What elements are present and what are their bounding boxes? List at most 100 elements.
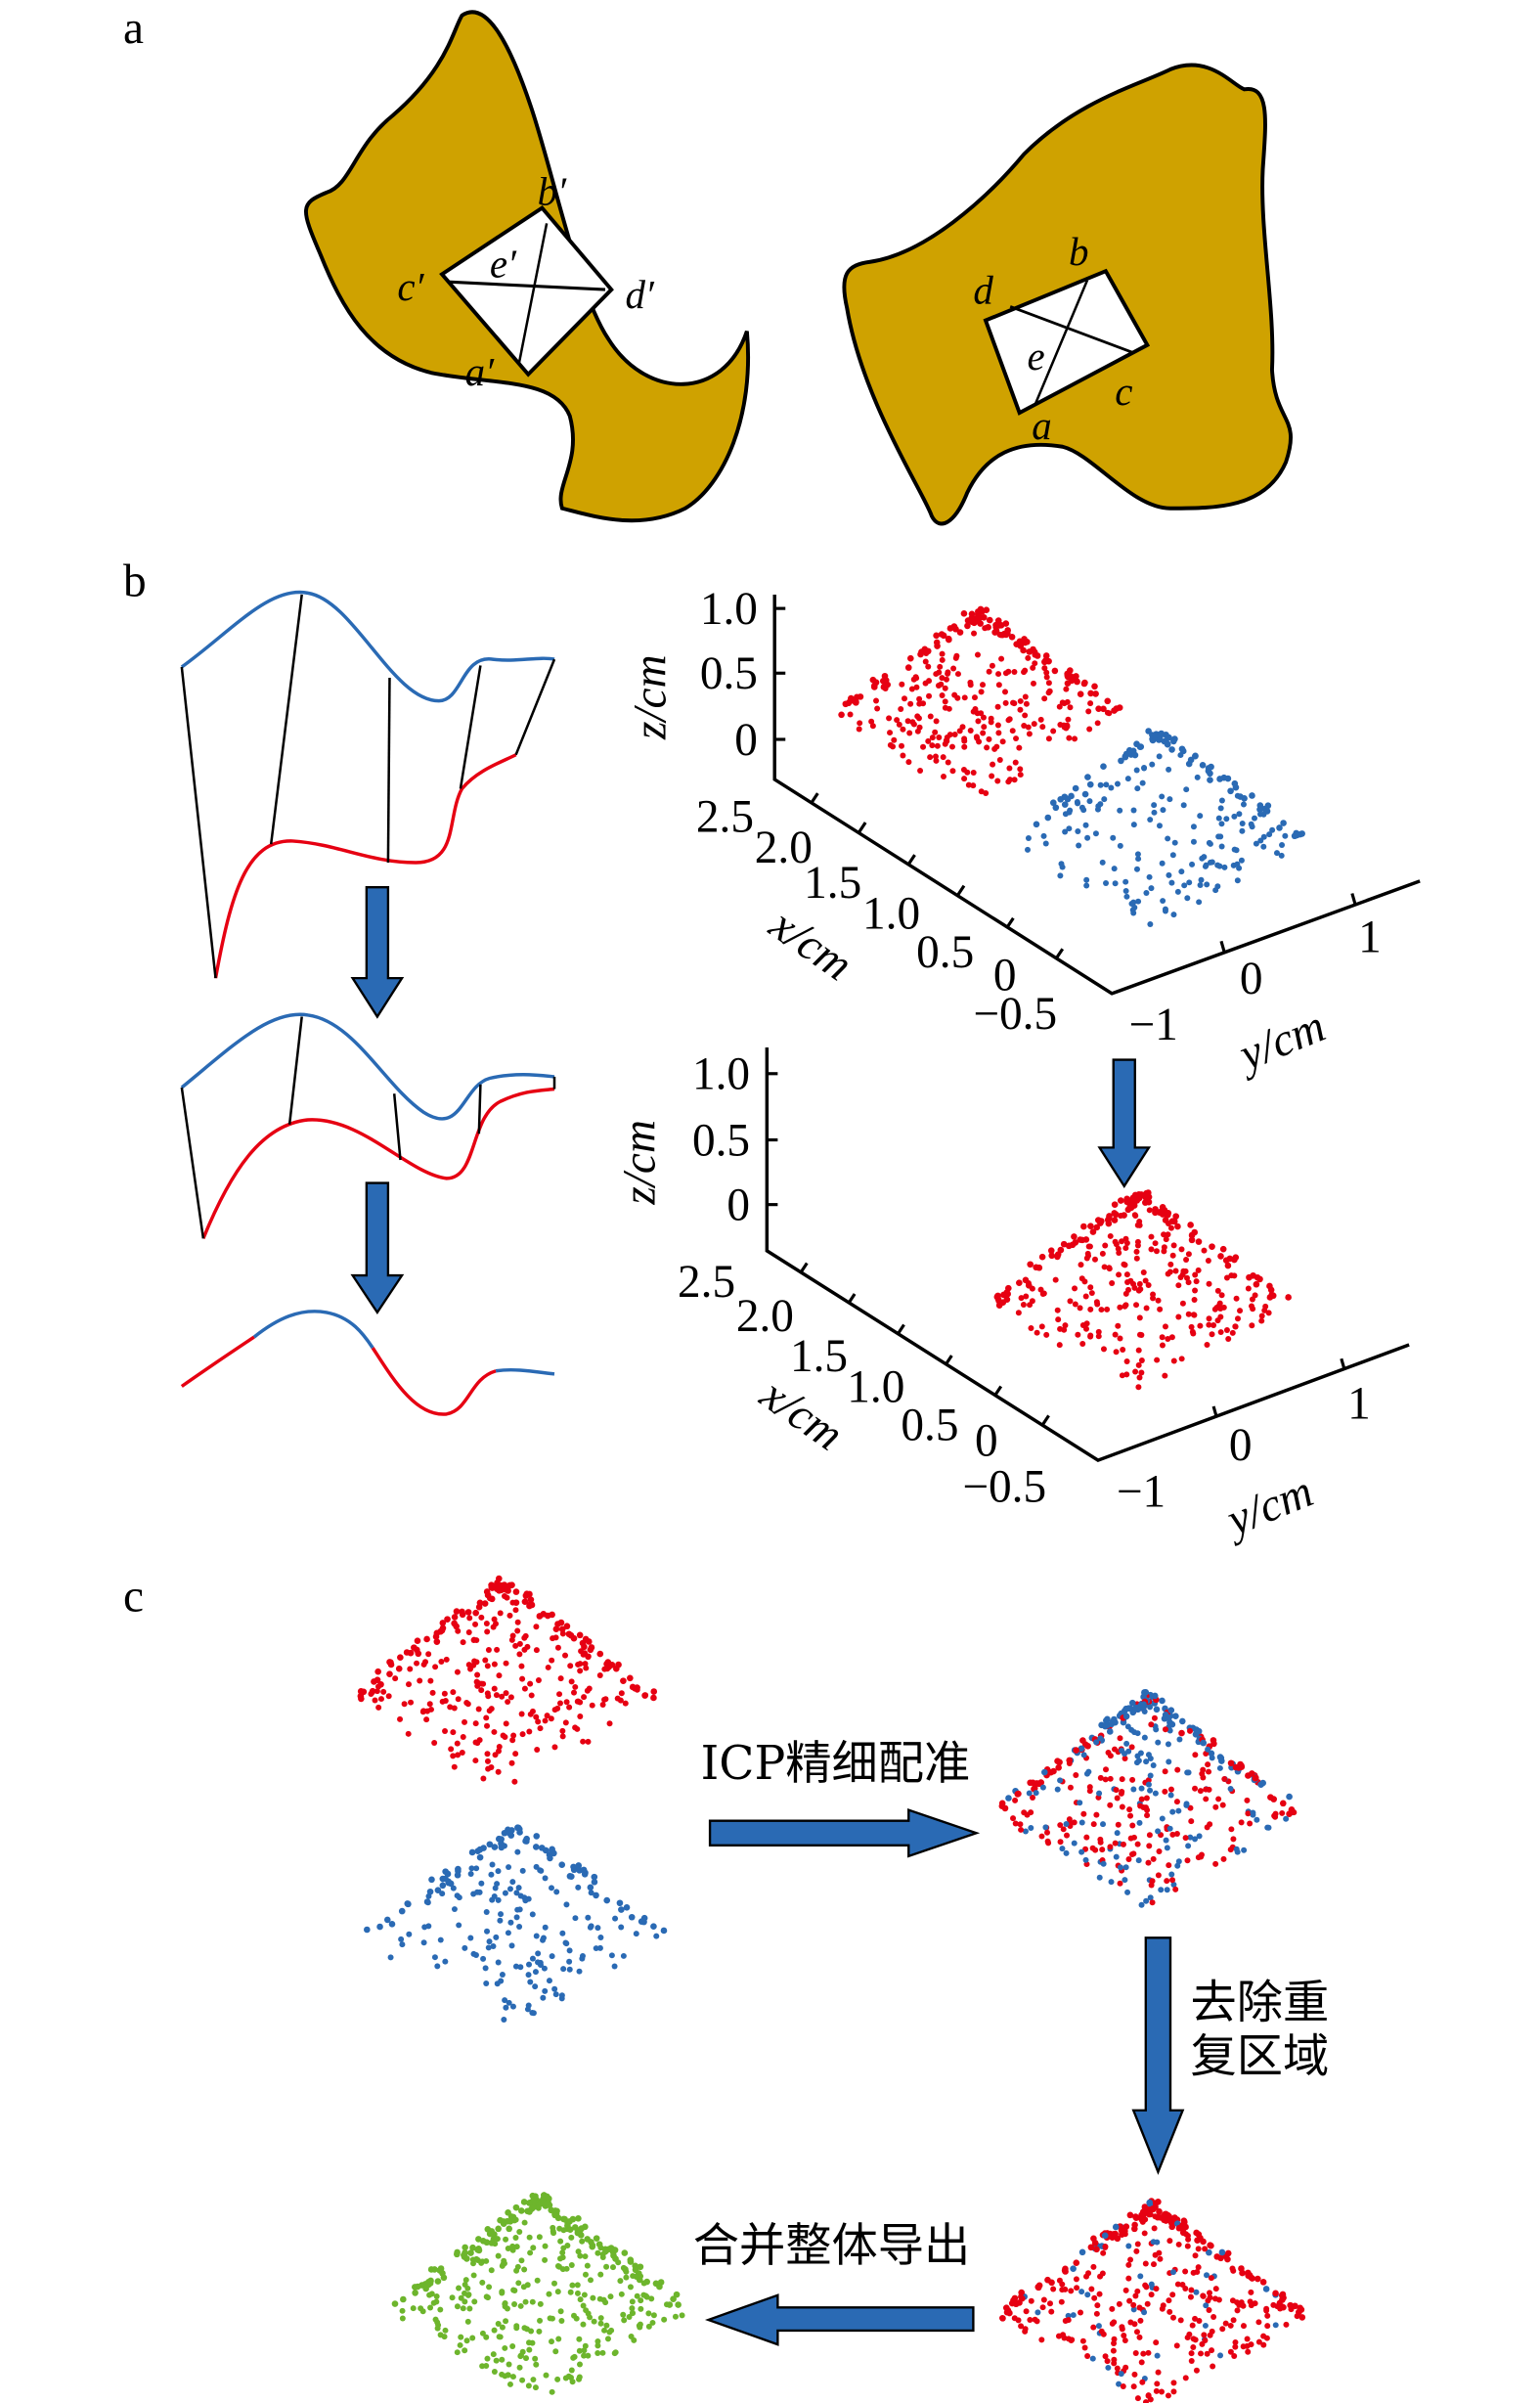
- cloud-point: [1217, 1305, 1224, 1312]
- cloud-point: [1133, 1759, 1140, 1766]
- cloud-point: [479, 2279, 486, 2286]
- cloud-point: [1063, 1820, 1070, 1827]
- cloud-point: [998, 1802, 1006, 1809]
- cloud-point: [1227, 1847, 1234, 1853]
- cloud-point: [508, 1942, 515, 1949]
- cloud-point: [1113, 1349, 1120, 1356]
- cloud-point: [550, 2224, 556, 2231]
- cloud-point: [1058, 861, 1065, 868]
- cloud-point: [1145, 1781, 1152, 1788]
- cloud-point: [1187, 1834, 1194, 1841]
- cloud-point: [514, 1848, 521, 1855]
- cloud-point: [483, 1909, 490, 1916]
- cloud-point: [1134, 785, 1141, 792]
- cloud-point: [499, 1972, 506, 1978]
- cloud-point: [915, 715, 922, 722]
- cloud-point: [1145, 1859, 1152, 1866]
- cloud-point: [1249, 1770, 1255, 1777]
- cloud-point: [524, 2006, 531, 2013]
- cloud-point: [1034, 2318, 1040, 2325]
- cloud-point: [1198, 2350, 1205, 2357]
- cloud-point: [1212, 1860, 1219, 1867]
- cloud-point: [1174, 1862, 1181, 1869]
- cloud-point: [852, 698, 859, 706]
- cloud-point: [1168, 2223, 1176, 2231]
- cloud-point: [1237, 1308, 1244, 1314]
- cloud-point: [1185, 1843, 1192, 1849]
- cloud-point: [1184, 2335, 1191, 2341]
- cloud-point: [1123, 1740, 1130, 1747]
- cloud-point: [406, 1931, 413, 1937]
- cloud-point: [503, 2004, 509, 2011]
- cloud-point: [1119, 1803, 1125, 1810]
- cloud-point: [1132, 2349, 1139, 2356]
- cloud-point: [601, 1666, 608, 1672]
- cloud-point: [1044, 1838, 1051, 1845]
- cloud-point: [1086, 780, 1094, 788]
- cloud-point: [456, 2285, 462, 2292]
- cloud-point: [1153, 2286, 1160, 2292]
- cloud-point: [576, 2336, 583, 2342]
- cloud-point: [1085, 1252, 1092, 1259]
- cloud-point: [572, 1724, 579, 1731]
- cloud-point: [1054, 1758, 1061, 1765]
- cloud-point: [1230, 2267, 1237, 2274]
- cloud-point: [1194, 774, 1201, 780]
- cloud-point: [640, 2280, 647, 2287]
- cloud-point: [576, 2376, 583, 2382]
- cloud-point: [1166, 766, 1172, 773]
- cloud-point: [907, 700, 914, 707]
- cloud-point: [1249, 1322, 1255, 1329]
- cloud-point: [490, 1943, 497, 1950]
- z-tick-label: 0.5: [692, 1115, 750, 1166]
- cloud-point: [1130, 2306, 1137, 2313]
- cloud-point: [1126, 2211, 1134, 2219]
- cloud-point: [1206, 1321, 1212, 1328]
- cloud-point: [1042, 657, 1049, 664]
- cloud-point: [1149, 1878, 1156, 1885]
- cloud-point: [1110, 834, 1117, 841]
- cloud-point: [462, 1944, 468, 1951]
- cloud-point: [1084, 2292, 1091, 2298]
- cloud-point: [544, 1713, 550, 1719]
- cloud-point: [1054, 1307, 1061, 1313]
- cloud-point: [462, 2347, 468, 2354]
- cloud-point: [563, 1623, 571, 1630]
- cloud-point: [383, 1916, 391, 1924]
- cloud-point: [545, 1664, 551, 1670]
- cloud-point: [1192, 1752, 1199, 1758]
- cloud-point: [1257, 837, 1264, 844]
- cloud-point: [1167, 1792, 1174, 1799]
- cloud-point: [1171, 839, 1178, 846]
- cloud-point: [1283, 2321, 1290, 2328]
- cloud-point: [1141, 1734, 1148, 1741]
- cloud-point: [434, 2278, 442, 2285]
- cloud-point: [509, 2343, 516, 2350]
- cloud-point: [1187, 2293, 1194, 2300]
- cloud-point: [1095, 2323, 1102, 2330]
- cloud-point: [431, 1739, 438, 1746]
- cloud-point: [554, 2289, 561, 2295]
- cloud-point: [476, 1737, 483, 1744]
- cloud-point: [1223, 816, 1230, 823]
- cloud-point: [568, 1678, 575, 1685]
- cloud-point: [1208, 1750, 1215, 1758]
- cloud-point: [933, 632, 940, 640]
- cloud-point: [551, 1744, 558, 1751]
- cloud-point: [675, 2301, 682, 2308]
- cloud-point: [1231, 1272, 1238, 1279]
- cloud-point: [1083, 876, 1090, 883]
- cloud-point: [1029, 1285, 1035, 1292]
- cloud-point: [1147, 817, 1154, 823]
- cloud-point: [1152, 1209, 1159, 1217]
- cloud-point: [577, 2252, 584, 2259]
- cloud-point: [488, 2267, 495, 2274]
- cloud-point: [1222, 1257, 1230, 1264]
- cloud-point: [1079, 1341, 1086, 1348]
- cloud-point: [1028, 1825, 1034, 1832]
- cloud-point: [374, 1683, 381, 1690]
- cloud-point: [505, 2246, 511, 2252]
- cloud-point: [992, 623, 1000, 631]
- cloud-point: [519, 1731, 526, 1738]
- cloud-point: [925, 737, 932, 744]
